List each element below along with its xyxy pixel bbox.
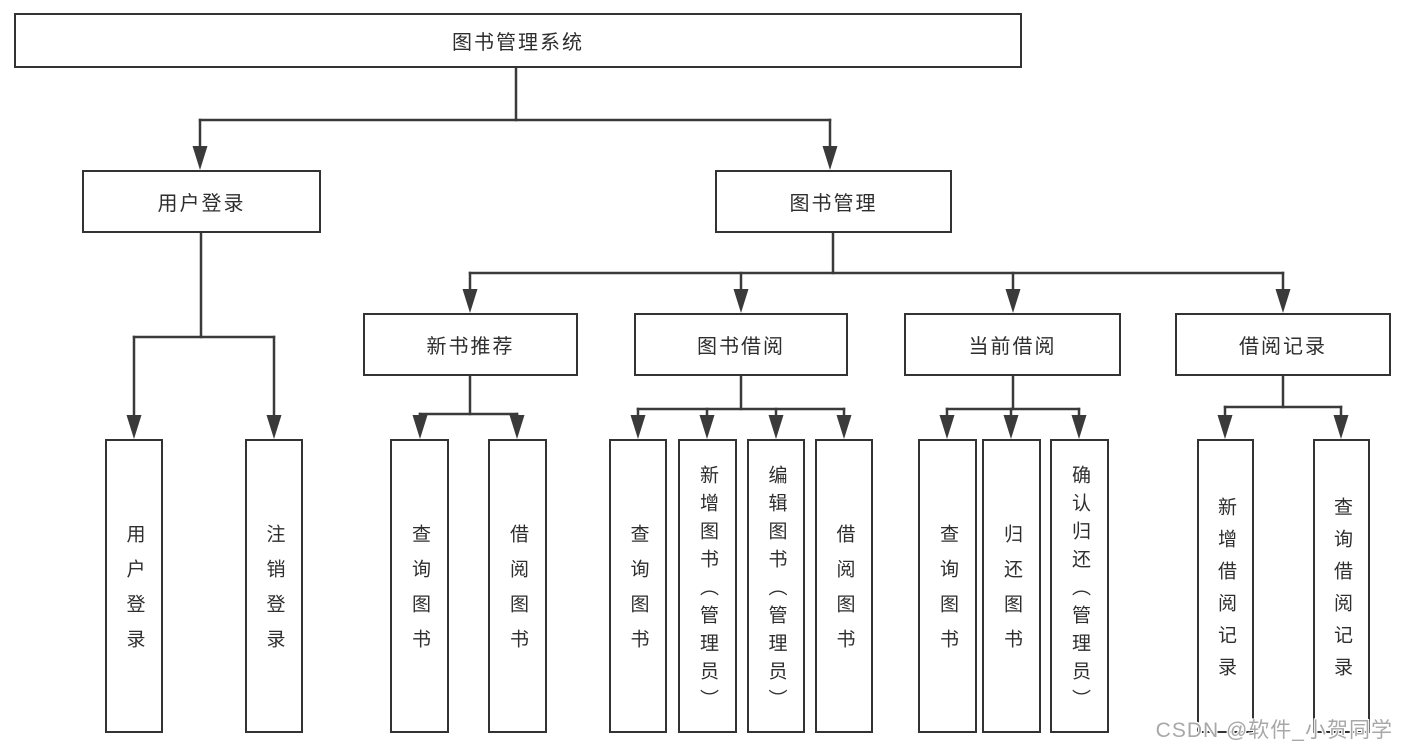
node-label: 用户登录 (123, 524, 145, 664)
node-label: 借阅图书 (507, 524, 528, 664)
node-confirm-return-admin: 确认归还（管理员） (1050, 439, 1109, 733)
node-login: 用户登录 (105, 439, 163, 733)
node-label: 新书推荐 (426, 336, 515, 358)
node-label: 新增图书（管理员） (697, 464, 718, 717)
node-label: 图书管理 (789, 193, 878, 215)
node-return-book: 归还图书 (982, 439, 1041, 733)
watermark: CSDN @软件_小贺同学 (1155, 719, 1393, 742)
node-add-borrow-record: 新增借阅记录 (1197, 439, 1254, 733)
node-borrowing-records: 借阅记录 (1175, 313, 1391, 376)
node-user-login: 用户登录 (82, 170, 321, 233)
node-label: 查询图书 (937, 524, 958, 664)
node-label: 归还图书 (1001, 524, 1022, 664)
node-logout: 注销登录 (245, 439, 303, 733)
node-current-borrowing: 当前借阅 (904, 313, 1121, 376)
node-borrow-books-borrowing: 借阅图书 (815, 439, 873, 733)
node-label: 查询图书 (409, 524, 430, 664)
node-label: 确认归还（管理员） (1069, 464, 1090, 717)
node-query-books-borrowing: 查询图书 (609, 439, 667, 733)
node-label: 用户登录 (157, 193, 246, 215)
node-borrow-books-recommend: 借阅图书 (488, 439, 547, 733)
node-label: 借阅图书 (833, 524, 855, 664)
node-query-borrow-record: 查询借阅记录 (1313, 439, 1370, 733)
node-query-books-current: 查询图书 (918, 439, 977, 733)
node-root: 图书管理系统 (14, 13, 1022, 68)
node-label: 新增借阅记录 (1215, 496, 1236, 689)
node-add-book-admin: 新增图书（管理员） (678, 439, 737, 733)
node-label: 查询借阅记录 (1331, 496, 1352, 689)
node-new-book-recommend: 新书推荐 (363, 313, 578, 376)
node-label: 查询图书 (627, 524, 649, 664)
node-query-books-recommend: 查询图书 (390, 439, 449, 733)
node-book-borrowing: 图书借阅 (634, 313, 848, 376)
node-edit-book-admin: 编辑图书（管理员） (747, 439, 805, 733)
node-label: 注销登录 (263, 524, 285, 664)
node-label: 编辑图书（管理员） (765, 464, 787, 717)
node-label: 图书管理系统 (452, 32, 584, 54)
node-label: 借阅记录 (1239, 336, 1327, 358)
node-book-management: 图书管理 (715, 170, 952, 233)
node-label: 当前借阅 (968, 336, 1057, 358)
node-label: 图书借阅 (697, 336, 785, 358)
